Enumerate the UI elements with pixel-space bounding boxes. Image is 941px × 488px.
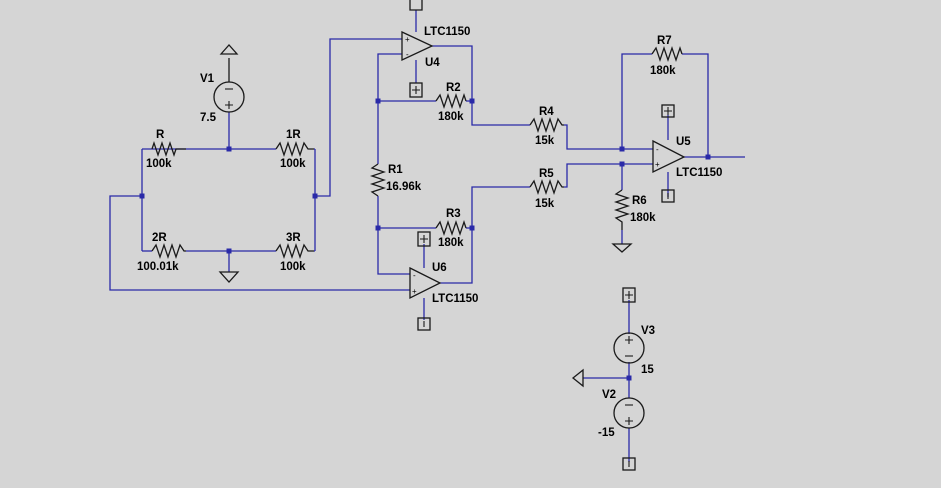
voltage-source-v2-value: -15 <box>598 427 615 439</box>
voltage-source-v3-value: 15 <box>641 364 654 376</box>
resistor-r2-value: 180k <box>438 111 464 123</box>
junction <box>469 98 475 104</box>
junction <box>619 161 625 167</box>
opamp-u4-plus-sign: + <box>405 35 410 44</box>
opamp-u5-minus-sign: - <box>656 145 659 154</box>
resistor-r1-value: 16.96k <box>386 181 422 193</box>
wires <box>109 10 745 462</box>
resistor-r4-name: R4 <box>539 106 554 118</box>
opamp-u4-minus-sign: - <box>406 50 409 59</box>
junction <box>375 98 381 104</box>
negative-supply-flag <box>661 189 675 203</box>
supply-flags <box>409 0 675 471</box>
resistor-r7[interactable]: R7 180k <box>650 35 683 77</box>
resistor-r5-value: 15k <box>535 198 555 210</box>
junction <box>226 146 232 152</box>
positive-supply-flag <box>409 0 423 11</box>
junction <box>626 375 632 381</box>
resistor-r5[interactable]: R5 15k <box>529 168 564 210</box>
opamp-u5-name: U5 <box>676 136 691 148</box>
opamp-u4-name: U4 <box>425 57 440 69</box>
resistor-r4[interactable]: R4 15k <box>529 106 564 147</box>
resistor-3r-name: 3R <box>286 232 301 244</box>
junction <box>469 225 475 231</box>
junction <box>619 146 625 152</box>
opamp-u5-value: LTC1150 <box>676 167 722 179</box>
negative-supply-flag <box>622 457 636 471</box>
positive-supply-flag <box>417 231 431 247</box>
negative-supply-flag <box>417 317 431 331</box>
resistor-3r[interactable]: 3R 100k <box>275 232 314 273</box>
resistor-r6[interactable]: R6 180k <box>613 189 656 230</box>
voltage-source-v1[interactable]: V1 7.5 <box>200 58 245 124</box>
resistor-r2[interactable]: R2 180k <box>435 82 467 123</box>
junction <box>226 248 232 254</box>
opamp-u4[interactable]: + - LTC1150 U4 <box>401 26 470 69</box>
resistor-r3-name: R3 <box>446 208 461 220</box>
resistor-3r-value: 100k <box>280 261 306 273</box>
junction <box>139 193 145 199</box>
ground-icon <box>218 271 240 283</box>
resistor-r[interactable]: R 100k <box>146 129 186 170</box>
common-node-arrow-icon <box>571 368 584 388</box>
resistor-r4-value: 15k <box>535 135 555 147</box>
opamp-u6-minus-sign: - <box>413 271 416 280</box>
voltage-source-v2-name: V2 <box>602 389 616 401</box>
resistor-1r-name: 1R <box>286 129 301 141</box>
junction <box>375 225 381 231</box>
resistor-r6-value: 180k <box>630 212 656 224</box>
voltage-source-v3-name: V3 <box>641 325 655 337</box>
opamp-u5-plus-sign: + <box>655 160 660 169</box>
v1-top-arrow-icon <box>219 44 239 55</box>
junctions <box>139 98 711 381</box>
resistor-2r[interactable]: 2R 100.01k <box>137 232 186 273</box>
resistor-2r-name: 2R <box>152 232 167 244</box>
resistor-r7-name: R7 <box>657 35 672 47</box>
resistor-2r-value: 100.01k <box>137 261 179 273</box>
positive-supply-flag <box>661 104 675 118</box>
voltage-source-v1-name: V1 <box>200 73 215 85</box>
positive-supply-flag <box>622 287 636 303</box>
junction <box>705 154 711 160</box>
opamp-u4-value: LTC1150 <box>424 26 470 38</box>
voltage-source-v3[interactable]: V3 15 <box>613 325 655 376</box>
voltage-source-v1-value: 7.5 <box>200 112 217 124</box>
resistor-r5-name: R5 <box>539 168 554 180</box>
opamp-u6[interactable]: - + U6 LTC1150 <box>409 262 478 305</box>
junction <box>312 193 318 199</box>
opamp-u6-value: LTC1150 <box>432 293 478 305</box>
resistor-r-value: 100k <box>146 158 172 170</box>
voltage-source-v2[interactable]: V2 -15 <box>598 389 645 439</box>
resistor-r1[interactable]: R1 16.96k <box>369 163 422 197</box>
resistor-r-name: R <box>156 129 165 141</box>
opamp-u5[interactable]: - + U5 LTC1150 <box>652 136 722 179</box>
resistor-r3[interactable]: R3 180k <box>435 208 467 249</box>
opamp-u6-name: U6 <box>432 262 447 274</box>
positive-supply-flag <box>409 82 423 98</box>
opamp-u6-plus-sign: + <box>412 287 417 296</box>
resistor-1r[interactable]: 1R 100k <box>275 129 314 170</box>
resistor-r6-name: R6 <box>632 195 647 207</box>
resistor-r3-value: 180k <box>438 237 464 249</box>
ground-icon <box>611 243 633 253</box>
resistor-r7-value: 180k <box>650 65 676 77</box>
resistor-r1-name: R1 <box>388 164 403 176</box>
resistor-1r-value: 100k <box>280 158 306 170</box>
resistor-r2-name: R2 <box>446 82 461 94</box>
